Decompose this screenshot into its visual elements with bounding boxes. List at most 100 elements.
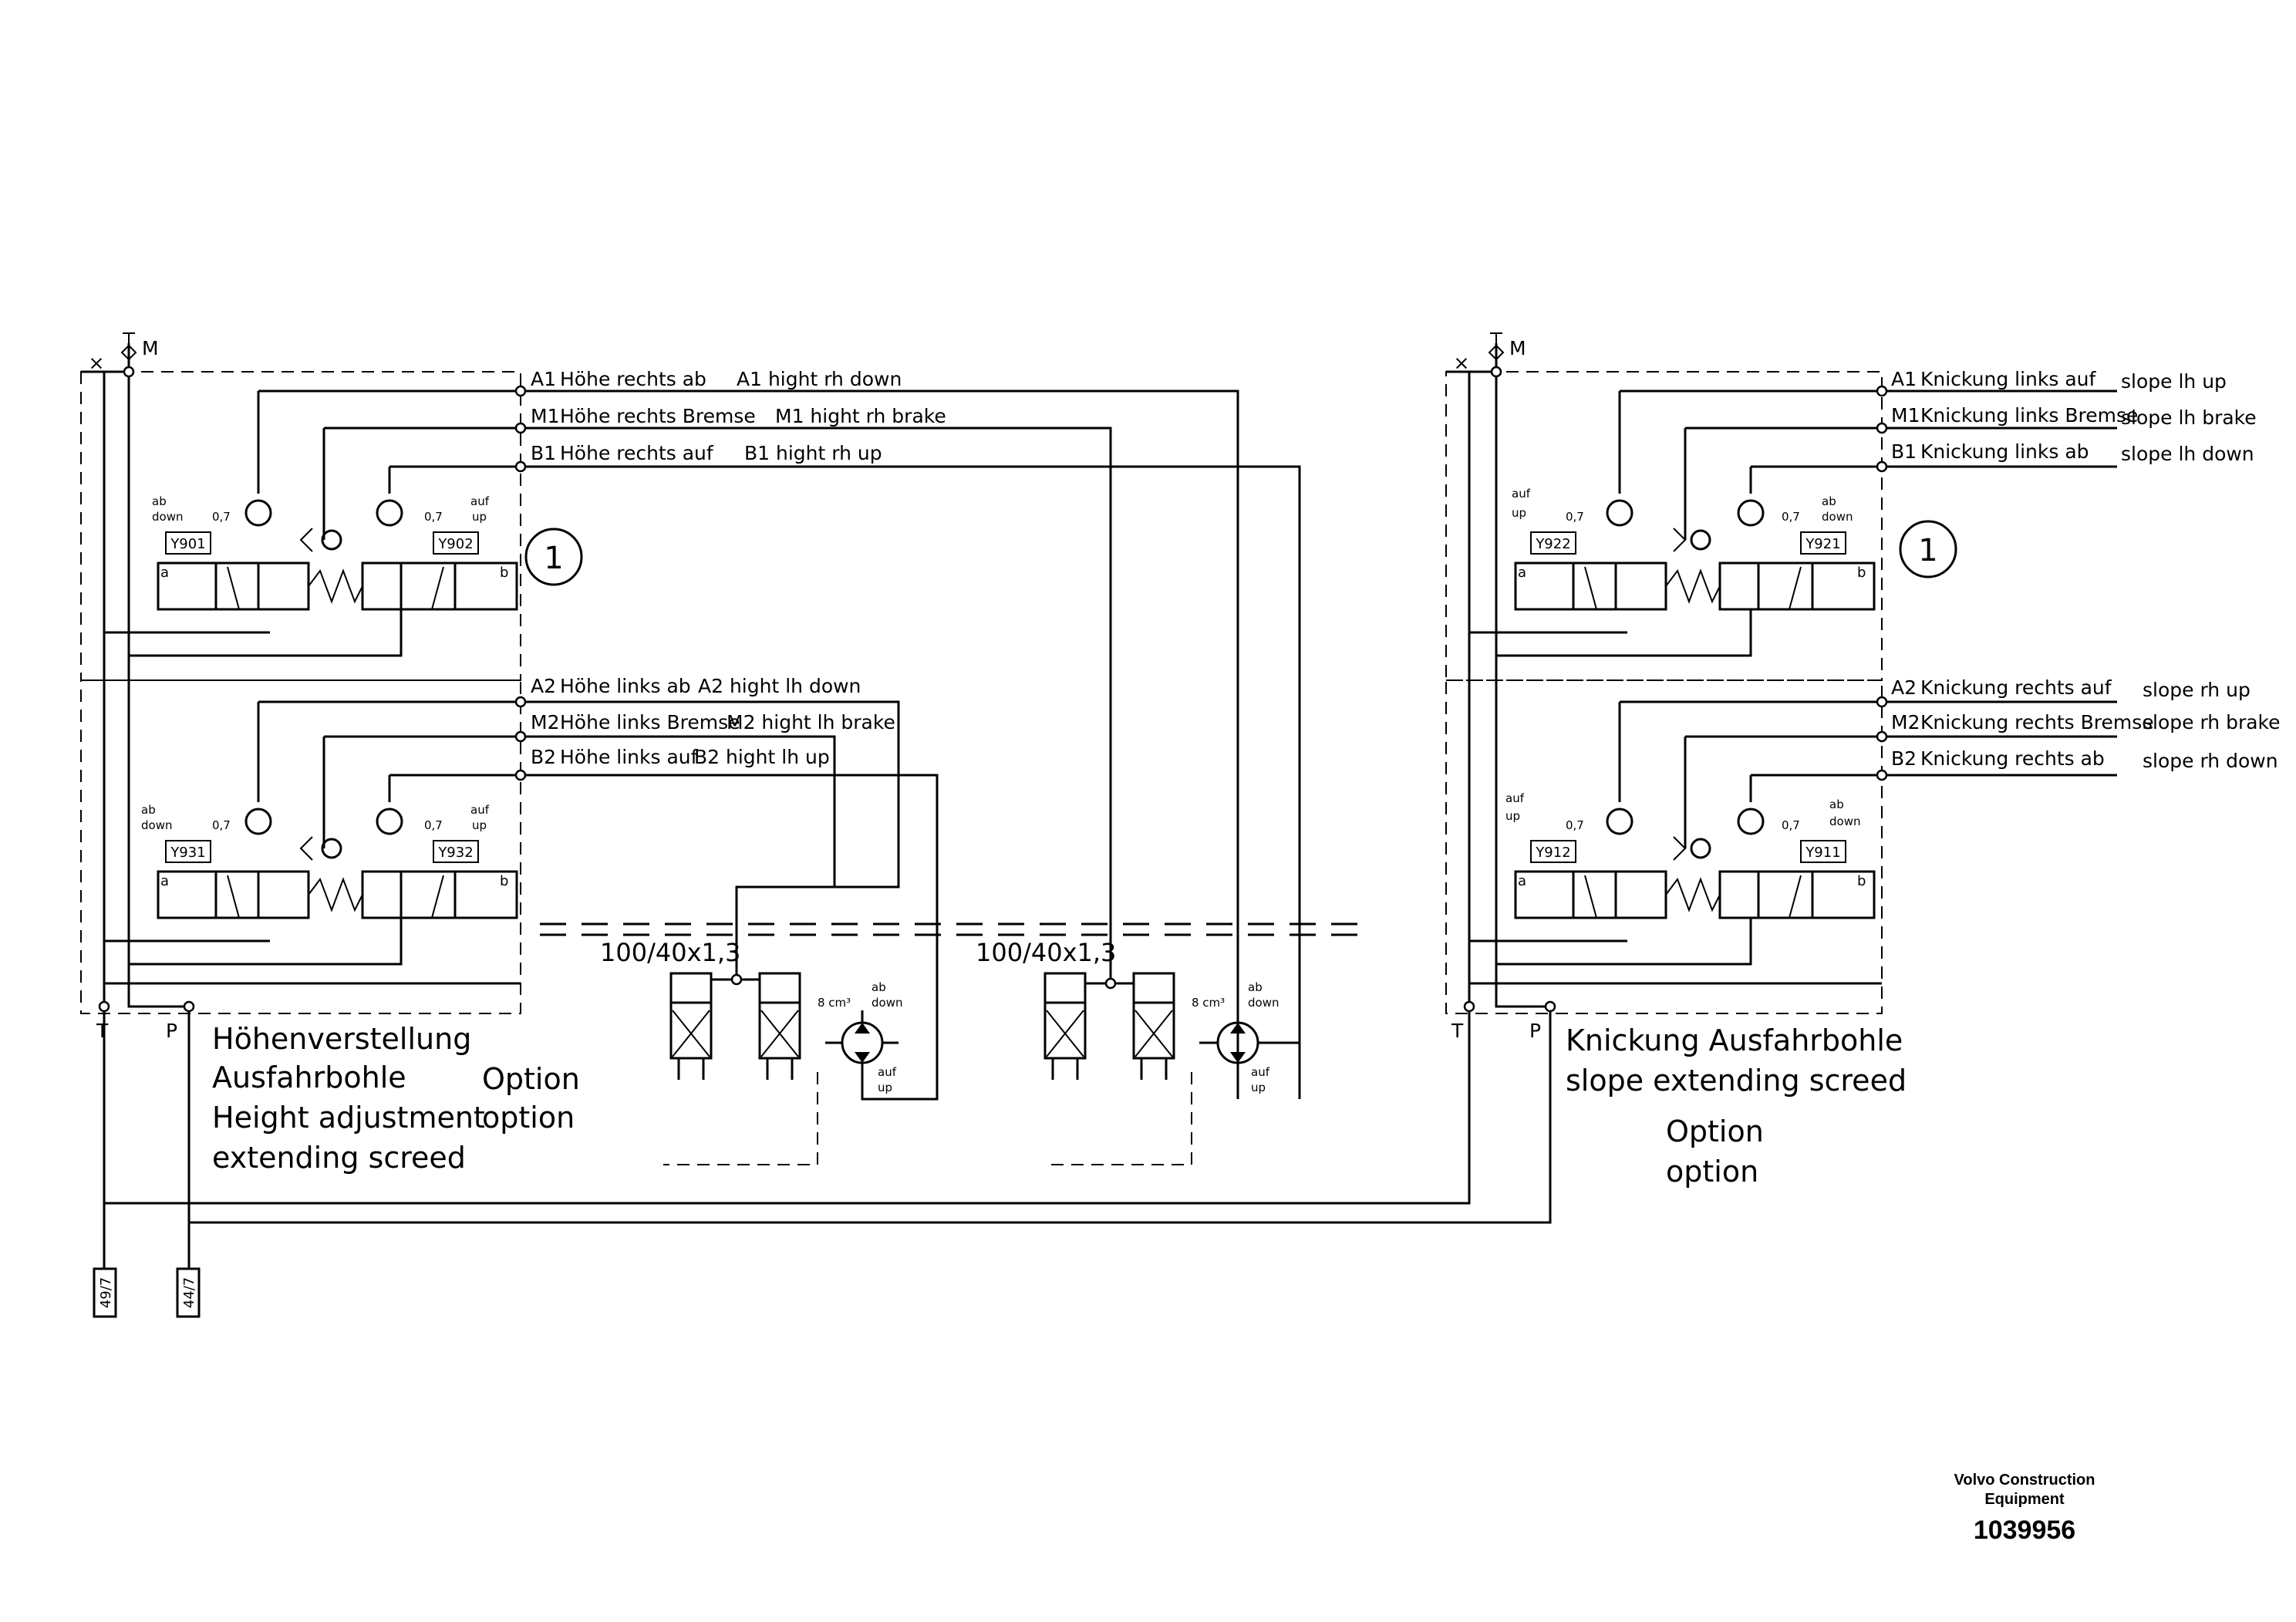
svg-text:0,7: 0,7 bbox=[1566, 818, 1584, 832]
footer: Volvo Construction Equipment 1039956 bbox=[1954, 1472, 2095, 1545]
svg-text:b: b bbox=[1857, 565, 1866, 581]
svg-text:0,7: 0,7 bbox=[424, 818, 443, 832]
right-m2-de: Knickung rechts Bremse bbox=[1920, 711, 2154, 733]
right-option-de: Option bbox=[1666, 1114, 1764, 1148]
connector-49-7 bbox=[93, 1267, 117, 1318]
svg-text:ab: ab bbox=[1829, 798, 1844, 811]
svg-text:down: down bbox=[872, 996, 902, 1010]
right-valve-block: × M T P bbox=[104, 332, 2281, 1224]
svg-text:up: up bbox=[472, 510, 487, 524]
right-title-line-1: Knickung Ausfahrbohle bbox=[1566, 1023, 1903, 1057]
right-t-return bbox=[104, 372, 1471, 1205]
left-a2-de: Höhe links ab bbox=[560, 675, 691, 697]
right-a2-code: A2 bbox=[1891, 676, 1917, 699]
svg-text:8 cm³: 8 cm³ bbox=[1192, 996, 1225, 1010]
svg-text:auf: auf bbox=[1512, 487, 1531, 501]
left-a1-de: Höhe rechts ab bbox=[560, 368, 706, 390]
valve-y911-label: Y911 bbox=[1805, 845, 1840, 861]
left-b2-en: B2 hight lh up bbox=[694, 746, 830, 768]
right-m1-de: Knickung links Bremse bbox=[1920, 404, 2138, 427]
left-m2-de: Höhe links Bremse bbox=[560, 711, 740, 733]
left-b2-de: Höhe links auf bbox=[560, 746, 699, 768]
left-a1-line bbox=[521, 389, 1239, 1099]
right-callout-circle bbox=[1899, 520, 1957, 578]
right-p-supply bbox=[189, 372, 1552, 1224]
connector-tags: 49/7 44/7 bbox=[93, 1203, 201, 1318]
right-a1-code: A1 bbox=[1891, 368, 1917, 390]
left-title-line-1: Höhenverstellung bbox=[212, 1022, 471, 1056]
valve-y921-label: Y921 bbox=[1805, 536, 1840, 552]
svg-text:×: × bbox=[89, 352, 105, 374]
svg-text:a: a bbox=[1518, 873, 1526, 889]
left-m-port: M bbox=[120, 332, 159, 361]
svg-text:b: b bbox=[500, 565, 508, 581]
svg-text:up: up bbox=[878, 1081, 892, 1094]
left-a2-code: A2 bbox=[531, 675, 556, 697]
right-upper-valve-pair: Y922 Y921 0,7 0,7 auf up ab down a b bbox=[1512, 487, 1876, 611]
left-callout-circle bbox=[524, 528, 583, 586]
right-m1-code: M1 bbox=[1891, 404, 1920, 427]
cylinder-1 bbox=[669, 972, 713, 1060]
cylinder-2 bbox=[758, 972, 801, 1060]
svg-text:0,7: 0,7 bbox=[1566, 510, 1584, 524]
svg-text:auf: auf bbox=[1505, 791, 1525, 805]
left-b1-de: Höhe rechts auf bbox=[560, 442, 714, 464]
svg-text:ab: ab bbox=[1822, 494, 1836, 508]
right-a2-de: Knickung rechts auf bbox=[1920, 676, 2112, 699]
left-m1-en: M1 hight rh brake bbox=[775, 405, 946, 427]
svg-text:up: up bbox=[1505, 809, 1520, 823]
left-b1-code: B1 bbox=[531, 442, 556, 464]
left-title-line-3: Height adjustment bbox=[212, 1101, 485, 1135]
right-cylinder-spec: 100/40x1,3 bbox=[976, 938, 1116, 967]
company-name-line-2: Equipment bbox=[1984, 1491, 2065, 1508]
right-m2-en: slope rh brake bbox=[2143, 711, 2281, 733]
connector-49-7-label: 49/7 bbox=[98, 1277, 114, 1308]
right-m-port: M bbox=[1488, 332, 1526, 361]
left-title-line-2: Ausfahrbohle bbox=[212, 1061, 406, 1094]
svg-text:a: a bbox=[1518, 565, 1526, 581]
svg-text:auf: auf bbox=[470, 494, 490, 508]
svg-text:a: a bbox=[160, 565, 169, 581]
svg-text:0,7: 0,7 bbox=[212, 510, 231, 524]
right-b1-de: Knickung links ab bbox=[1920, 440, 2089, 463]
right-upper-enclosure bbox=[1445, 371, 1883, 681]
svg-text:0,7: 0,7 bbox=[1782, 510, 1800, 524]
svg-text:0,7: 0,7 bbox=[1782, 818, 1800, 832]
svg-text:down: down bbox=[141, 818, 172, 832]
connector-44-7 bbox=[176, 1267, 201, 1318]
right-b1-en: slope lh down bbox=[2121, 443, 2254, 465]
svg-text:a: a bbox=[160, 873, 169, 889]
svg-text:ab: ab bbox=[1248, 980, 1263, 994]
svg-text:8 cm³: 8 cm³ bbox=[818, 996, 851, 1010]
cylinder-3 bbox=[1043, 972, 1087, 1060]
left-m2-code: M2 bbox=[531, 711, 559, 733]
left-t-label: T bbox=[96, 1020, 109, 1042]
svg-text:ab: ab bbox=[141, 803, 156, 817]
left-title-line-4: extending screed bbox=[212, 1141, 466, 1175]
left-m1-line bbox=[324, 427, 1112, 983]
right-t-label: T bbox=[1451, 1020, 1464, 1042]
valve-y912-label: Y912 bbox=[1535, 845, 1570, 861]
left-valve-block: × M bbox=[80, 332, 1301, 1265]
right-title-line-2: slope extending screed bbox=[1566, 1064, 1907, 1098]
company-name-line-1: Volvo Construction bbox=[1954, 1472, 2095, 1489]
left-callout-number: 1 bbox=[544, 541, 563, 576]
svg-text:b: b bbox=[500, 873, 508, 889]
left-a2-en: A2 hight lh down bbox=[698, 675, 861, 697]
document-number: 1039956 bbox=[1974, 1516, 2075, 1545]
left-cylinder-spec: 100/40x1,3 bbox=[600, 938, 740, 967]
right-lower-valve-pair: Y912 Y911 0,7 0,7 auf up ab down a b bbox=[1505, 791, 1876, 919]
right-b2-de: Knickung rechts ab bbox=[1920, 747, 2105, 770]
left-m-label: M bbox=[142, 337, 159, 359]
svg-text:down: down bbox=[1248, 996, 1279, 1010]
right-b1-code: B1 bbox=[1891, 440, 1917, 463]
svg-text:auf: auf bbox=[1251, 1065, 1270, 1079]
svg-text:auf: auf bbox=[470, 803, 490, 817]
svg-text:ab: ab bbox=[872, 980, 886, 994]
right-option-en: option bbox=[1666, 1155, 1758, 1189]
svg-text:auf: auf bbox=[878, 1065, 897, 1079]
actuator-group: 100/40x1,3 100/40x1,3 bbox=[540, 887, 1365, 1165]
valve-y931-label: Y931 bbox=[170, 845, 205, 861]
svg-text:up: up bbox=[1512, 506, 1526, 520]
svg-text:0,7: 0,7 bbox=[212, 818, 231, 832]
